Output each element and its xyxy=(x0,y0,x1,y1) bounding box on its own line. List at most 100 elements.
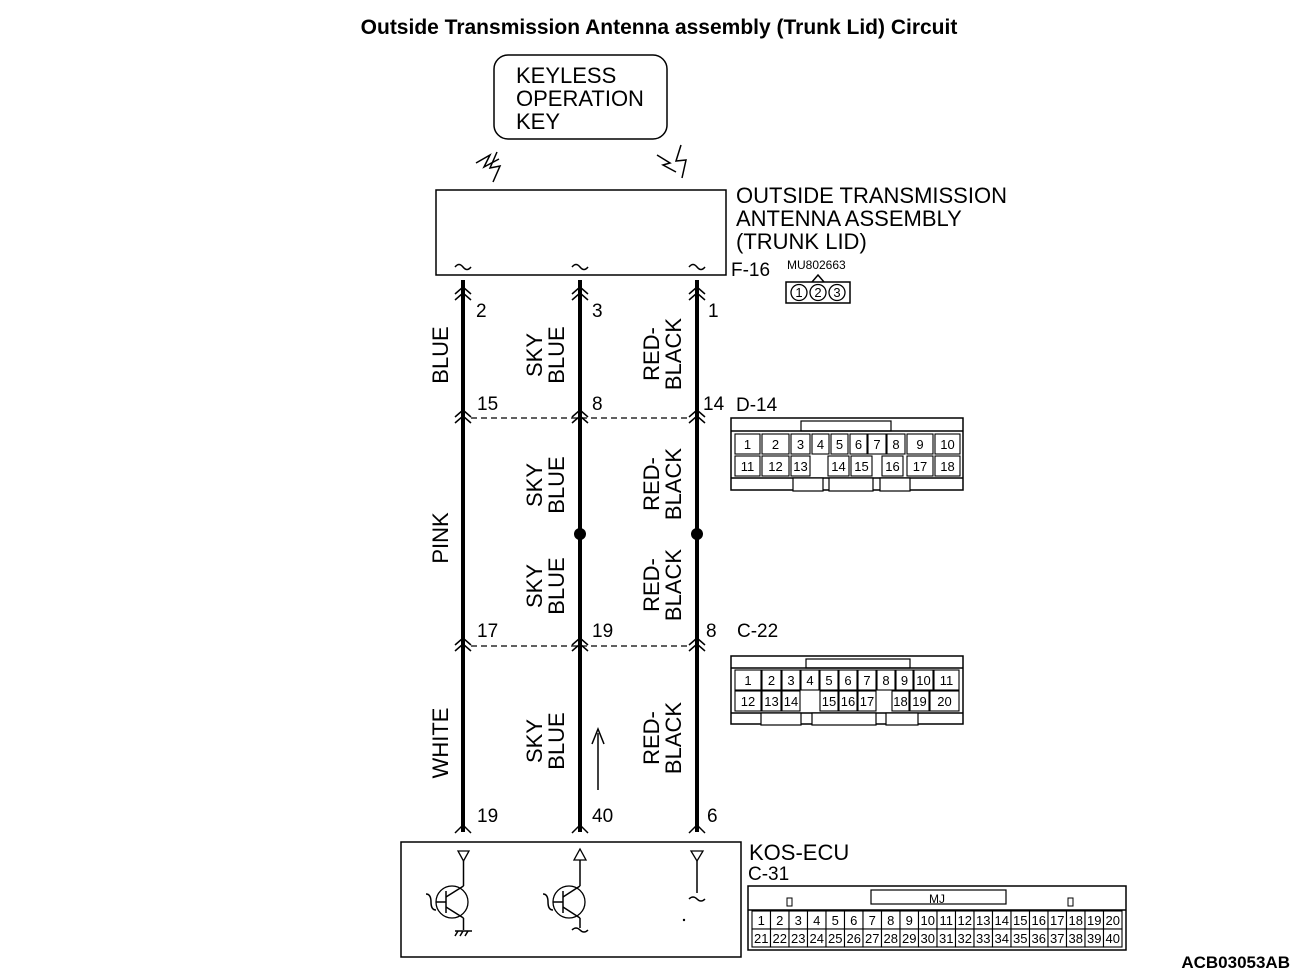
wire-color-label: BLUE xyxy=(544,557,569,614)
pin-number: 6 xyxy=(707,806,718,827)
d14-cell xyxy=(734,455,761,477)
pin-number: 19 xyxy=(477,806,498,827)
key-label-line-2: OPERATION xyxy=(516,86,644,111)
wire-color-label: BLACK xyxy=(661,549,686,621)
d14-cell xyxy=(906,433,934,455)
connector-chevrons xyxy=(454,286,706,834)
wire-color-label: SKY xyxy=(522,719,547,763)
wire-color-label: BLACK xyxy=(661,318,686,390)
wire-color-label: SKY xyxy=(522,564,547,608)
c31-pin-number: 37 xyxy=(1050,931,1064,946)
antenna-assembly-box xyxy=(435,189,727,276)
d14-pin-number: 11 xyxy=(741,459,755,474)
c31-pin-number: 8 xyxy=(887,913,894,928)
part-number: MU802663 xyxy=(787,258,846,272)
transistor-icon xyxy=(425,878,472,937)
d14-cell xyxy=(886,433,906,455)
c31-pin-number: 1 xyxy=(758,913,765,928)
c31-pin-number: 40 xyxy=(1106,931,1120,946)
d14-cell xyxy=(867,433,887,455)
c31-pin-number: 38 xyxy=(1069,931,1083,946)
connector-f16-label: F-16 xyxy=(731,260,770,281)
c22-pin-number: 4 xyxy=(806,673,813,688)
c31-pin-number: 2 xyxy=(776,913,783,928)
c22-cell xyxy=(734,690,762,712)
diagram-title: Outside Transmission Antenna assembly (T… xyxy=(361,16,958,39)
c31-cell xyxy=(1102,928,1123,948)
c22-pin-number: 12 xyxy=(741,694,755,709)
c22-pin-number: 15 xyxy=(822,694,836,709)
pin-number: 3 xyxy=(592,301,603,322)
c22-pin-number: 14 xyxy=(784,694,798,709)
c31-pin-number: 36 xyxy=(1032,931,1046,946)
d14-cell xyxy=(734,433,761,455)
c22-pin-number: 3 xyxy=(787,673,794,688)
c31-pin-number: 13 xyxy=(976,913,990,928)
d14-cell xyxy=(906,455,934,477)
wire-color-label: RED- xyxy=(639,558,664,612)
ecu-connector-tag: MJ xyxy=(929,892,945,906)
d14-cell xyxy=(761,433,790,455)
signal-direction-arrow xyxy=(591,726,605,790)
c22-pin-number: 17 xyxy=(860,694,874,709)
d14-cell xyxy=(830,433,849,455)
wire-color-label: BLACK xyxy=(661,702,686,774)
d14-pin-number: 8 xyxy=(892,437,899,452)
wire-color-label: BLUE xyxy=(544,456,569,513)
wireless-signal-icon xyxy=(656,144,687,179)
d14-pin-number: 13 xyxy=(793,459,807,474)
c31-pin-number: 4 xyxy=(813,913,820,928)
c22-cell xyxy=(929,690,960,712)
c22-pin-number: 10 xyxy=(916,673,930,688)
d14-cell xyxy=(934,433,961,455)
d14-cell xyxy=(849,433,868,455)
wire-color-label: PINK xyxy=(428,512,453,564)
c31-pin-number: 3 xyxy=(795,913,802,928)
c22-cell xyxy=(895,669,914,691)
pin-number: 14 xyxy=(703,394,725,415)
c31-pin-number: 11 xyxy=(940,913,954,928)
c22-cell xyxy=(734,669,762,691)
c31-pin-number: 29 xyxy=(902,931,916,946)
c22-pin-number: 2 xyxy=(768,673,775,688)
c22-cell xyxy=(838,669,858,691)
c22-pin-number: 19 xyxy=(912,694,926,709)
antenna-label-line-3: (TRUNK LID) xyxy=(736,229,867,254)
antenna-label-line-2: ANTENNA ASSEMBLY xyxy=(736,206,962,231)
connector-d14-label: D-14 xyxy=(736,395,778,416)
transistor-icon xyxy=(542,878,589,933)
wire-color-label: BLUE xyxy=(544,326,569,383)
d14-cell xyxy=(827,455,850,477)
ecu-label: KOS-ECU xyxy=(749,840,849,865)
d14-pin-number: 2 xyxy=(772,437,779,452)
wire-color-label: WHITE xyxy=(428,708,453,779)
c22-cell xyxy=(913,669,934,691)
d14-cell xyxy=(790,433,811,455)
c22-pin-number: 9 xyxy=(901,673,908,688)
c31-pin-number: 24 xyxy=(810,931,824,946)
key-label-line-1: KEYLESS xyxy=(516,63,616,88)
keyless-key-box: KEYLESS OPERATION KEY xyxy=(493,54,668,140)
c31-pin-number: 39 xyxy=(1087,931,1101,946)
c31-pin-number: 17 xyxy=(1050,913,1064,928)
c22-cell xyxy=(909,690,930,712)
d14-pin-number: 18 xyxy=(940,459,954,474)
c31-pin-number: 35 xyxy=(1013,931,1027,946)
c31-pin-number: 6 xyxy=(850,913,857,928)
c31-pin-number: 27 xyxy=(865,931,879,946)
c31-pin-number: 16 xyxy=(1032,913,1046,928)
pin-number: 15 xyxy=(477,394,498,415)
pin-number: 40 xyxy=(592,806,613,827)
pin-number: 8 xyxy=(592,394,603,415)
c31-pin-number: 5 xyxy=(832,913,839,928)
c22-cell xyxy=(857,690,877,712)
pin-number: 19 xyxy=(592,621,613,642)
d14-cell xyxy=(790,455,811,477)
c31-pin-number: 15 xyxy=(1013,913,1027,928)
wire-color-label: BLACK xyxy=(661,448,686,520)
d14-cell xyxy=(761,455,790,477)
wire-color-label: BLUE xyxy=(544,712,569,769)
c22-cell xyxy=(781,690,801,712)
